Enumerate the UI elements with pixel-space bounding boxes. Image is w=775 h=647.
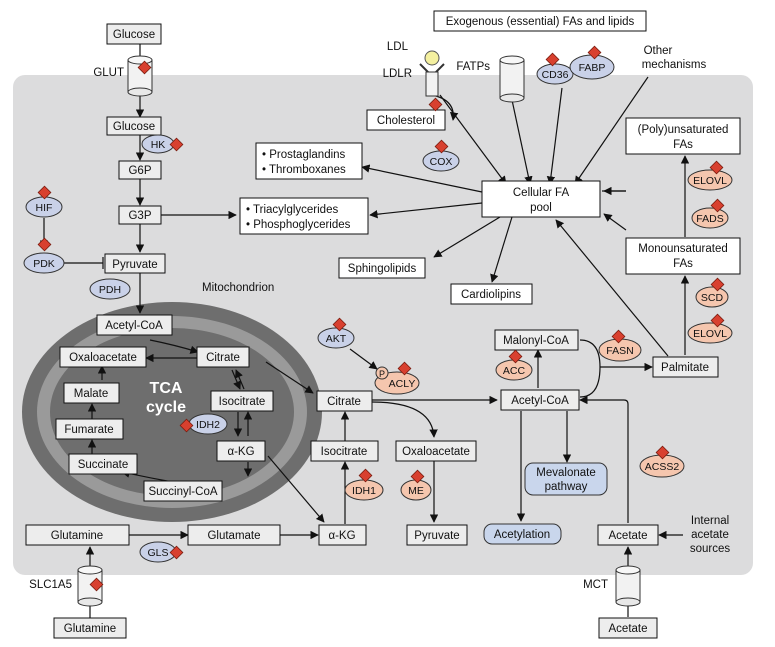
scd-label: SCD — [701, 292, 724, 304]
ldl-label: LDL — [387, 41, 409, 53]
elovl-bottom-label: ELOVL — [693, 328, 727, 340]
malonyl-coa-label: Malonyl-CoA — [503, 335, 569, 347]
glucose-extracellular: Glucose — [113, 29, 155, 41]
akg-mito: α-KG — [227, 446, 254, 458]
mct-transporter — [615, 565, 641, 607]
ldlr-label: LDLR — [383, 68, 412, 80]
glutamine-intracellular: Glutamine — [51, 530, 103, 542]
glucose-intracellular: Glucose — [113, 121, 155, 133]
succinyl-coa-label: Succinyl-CoA — [148, 486, 217, 498]
internal-acetate-line3: sources — [690, 543, 731, 555]
acss2-label: ACSS2 — [645, 461, 680, 473]
acetate-extracellular: Acetate — [609, 623, 648, 635]
akt-label: AKT — [326, 333, 347, 345]
internal-acetate-line1: Internal — [691, 515, 729, 527]
idh2-label: IDH2 — [196, 419, 220, 431]
sphingolipids-label: Sphingolipids — [348, 263, 417, 275]
citrate-mito: Citrate — [206, 352, 240, 364]
acetylation-label: Acetylation — [494, 529, 550, 541]
slc1a5-label: SLC1A5 — [29, 579, 72, 591]
g3p-label: G3P — [128, 210, 151, 222]
gls-label: GLS — [147, 547, 168, 559]
fatps-transporter — [499, 55, 525, 103]
fasn-label: FASN — [606, 345, 633, 357]
mevalonate-line2: pathway — [545, 481, 588, 493]
glutamine-extracellular: Glutamine — [64, 623, 116, 635]
acetate-intracellular: Acetate — [609, 530, 648, 542]
pyruvate-cyto: Pyruvate — [414, 530, 459, 542]
metabolite-boxes — [25, 10, 741, 639]
phosphoglycerides-label: • Phosphoglycerides — [246, 219, 351, 231]
internal-acetate-line2: acetate — [691, 529, 729, 541]
prostaglandins-label: • Prostaglandins — [262, 149, 346, 161]
other-mechanisms-line2: mechanisms — [642, 59, 707, 71]
cd36-label: CD36 — [542, 69, 569, 81]
idh1-label: IDH1 — [352, 485, 376, 497]
cardiolipins-label: Cardiolipins — [461, 289, 521, 301]
phospho-circle — [375, 366, 389, 380]
ldlr-receptor — [419, 50, 445, 97]
polyunsaturated-fas-line1: (Poly)unsaturated — [638, 124, 729, 136]
tca-label: TCA — [150, 380, 183, 397]
fumarate-label: Fumarate — [64, 424, 113, 436]
hk-label: HK — [151, 139, 166, 151]
hif-label: HIF — [36, 202, 53, 214]
isocitrate-cyto: Isocitrate — [321, 446, 368, 458]
acly-label: ACLY — [389, 378, 416, 390]
palmitate-label: Palmitate — [661, 362, 709, 374]
triacylglycerides-label: • Triacylglycerides — [246, 204, 338, 216]
mct-label: MCT — [583, 579, 608, 591]
citrate-cyto: Citrate — [327, 396, 361, 408]
fatps-label: FATPs — [456, 61, 490, 73]
g6p-label: G6P — [128, 165, 151, 177]
akg-cyto: α-KG — [328, 530, 355, 542]
mitochondrion-label: Mitochondrion — [202, 282, 274, 294]
mevalonate-line1: Mevalonate — [536, 467, 595, 479]
fabp-label: FABP — [579, 62, 606, 74]
acetyl-coa-mito: Acetyl-CoA — [105, 320, 163, 332]
cox-label: COX — [430, 156, 453, 168]
malate-label: Malate — [74, 388, 109, 400]
acetyl-coa-cyto: Acetyl-CoA — [511, 395, 569, 407]
other-mechanisms-line1: Other — [644, 45, 673, 57]
me-label: ME — [408, 485, 424, 497]
oxaloacetate-cyto: Oxaloacetate — [402, 446, 470, 458]
ldl-particle — [424, 50, 440, 66]
phospho-label: P — [379, 369, 385, 379]
elovl-top-label: ELOVL — [693, 175, 727, 187]
acc-label: ACC — [503, 365, 526, 377]
thromboxanes-label: • Thromboxanes — [262, 164, 346, 176]
enzyme-ellipses — [23, 54, 733, 563]
arrows — [39, 44, 690, 618]
cholesterol-label: Cholesterol — [377, 115, 435, 127]
pdk-label: PDK — [33, 258, 55, 270]
polyunsaturated-fas-line2: FAs — [673, 139, 693, 151]
cellular-fa-pool-line2: pool — [530, 202, 552, 214]
monounsaturated-fas-line2: FAs — [673, 258, 693, 270]
labels: Exogenous (essential) FAs and lipids Glu… — [29, 16, 730, 635]
exogenous-label: Exogenous (essential) FAs and lipids — [446, 16, 635, 28]
pdh-label: PDH — [99, 284, 121, 296]
fads-label: FADS — [696, 213, 723, 225]
cellular-fa-pool-line1: Cellular FA — [513, 187, 570, 199]
glut-transporter — [127, 55, 153, 97]
succinate-label: Succinate — [78, 459, 129, 471]
target-diamonds — [37, 45, 725, 592]
oxaloacetate-mito: Oxaloacetate — [69, 352, 137, 364]
isocitrate-mito: Isocitrate — [219, 396, 266, 408]
glutamate-label: Glutamate — [207, 530, 260, 542]
cycle-label: cycle — [146, 399, 186, 416]
pyruvate-label: Pyruvate — [112, 259, 157, 271]
monounsaturated-fas-line1: Monounsaturated — [638, 243, 728, 255]
glut-label: GLUT — [93, 67, 124, 79]
